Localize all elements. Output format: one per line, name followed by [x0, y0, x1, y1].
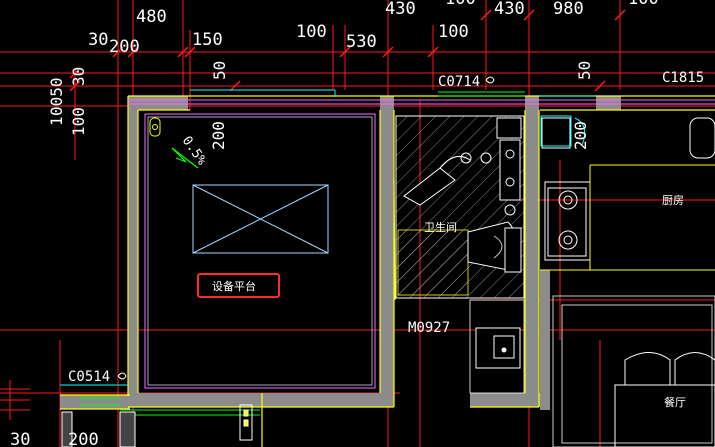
bottom-dim-30: 30	[10, 430, 30, 447]
dim-100-top: 100	[445, 0, 476, 9]
walls	[60, 96, 621, 410]
dimensions-row2: 30 200 150 100 530 100	[88, 22, 469, 57]
dim-430-b: 430	[494, 0, 525, 19]
room-label-dining: 餐厅	[664, 395, 686, 409]
room-outline-magenta	[128, 99, 715, 389]
floor-drain-icon	[149, 117, 161, 137]
vdim-50-a: 50	[210, 61, 229, 80]
dimensions-vertical: 1 0050 30 100 50 50 200 200	[47, 61, 594, 150]
dim-30: 30	[88, 30, 108, 50]
dim-980: 980	[553, 0, 584, 19]
dim-530: 530	[346, 32, 377, 52]
dimension-ticks	[69, 9, 626, 92]
vdim-30: 30	[69, 67, 88, 86]
dining-furniture	[552, 295, 715, 447]
dim-100-mid: 100	[296, 22, 327, 42]
equipment-box	[192, 184, 329, 254]
bathroom-fixtures	[403, 117, 522, 369]
bottom-dim-200: 200	[68, 430, 99, 447]
vdim-200-a: 200	[209, 121, 228, 150]
room-label-bathroom: 卫生间	[424, 220, 457, 234]
window-tag-c0514: C0514	[68, 369, 110, 385]
vdim-0050: 0050	[47, 77, 66, 116]
slope-label: 0.5%	[179, 134, 209, 168]
kitchen-area	[540, 117, 715, 271]
window-lines-cyan	[60, 89, 595, 386]
dim-100-right: 100	[628, 0, 659, 9]
dim-200: 200	[109, 37, 140, 57]
vdim-100: 100	[69, 107, 88, 136]
vdim-200-b: 200	[571, 121, 590, 150]
wall-outline-yellow	[60, 95, 715, 447]
dimensions-top: 480 430 100 430 980 100	[136, 0, 659, 27]
dim-430: 430	[385, 0, 416, 19]
vdim-50-b: 50	[575, 61, 594, 80]
room-label-kitchen: 厨房	[662, 194, 684, 207]
dim-100-r2: 100	[438, 22, 469, 42]
dim-480: 480	[136, 7, 167, 27]
dim-150: 150	[192, 30, 223, 50]
window-strip-green	[80, 91, 525, 416]
vdim-1: 1	[47, 116, 66, 126]
tag-hooks	[117, 76, 495, 380]
equipment-label-highlight[interactable]	[197, 273, 280, 298]
window-tag-c1815: C1815	[662, 70, 704, 86]
slope-arrow-icon	[171, 147, 199, 169]
window-tag-c0714: C0714	[438, 74, 480, 90]
bottom-elements	[61, 404, 253, 447]
room-label-equipment[interactable]: 设备平台	[212, 279, 256, 293]
door-tag-m0927: M0927	[408, 320, 450, 336]
